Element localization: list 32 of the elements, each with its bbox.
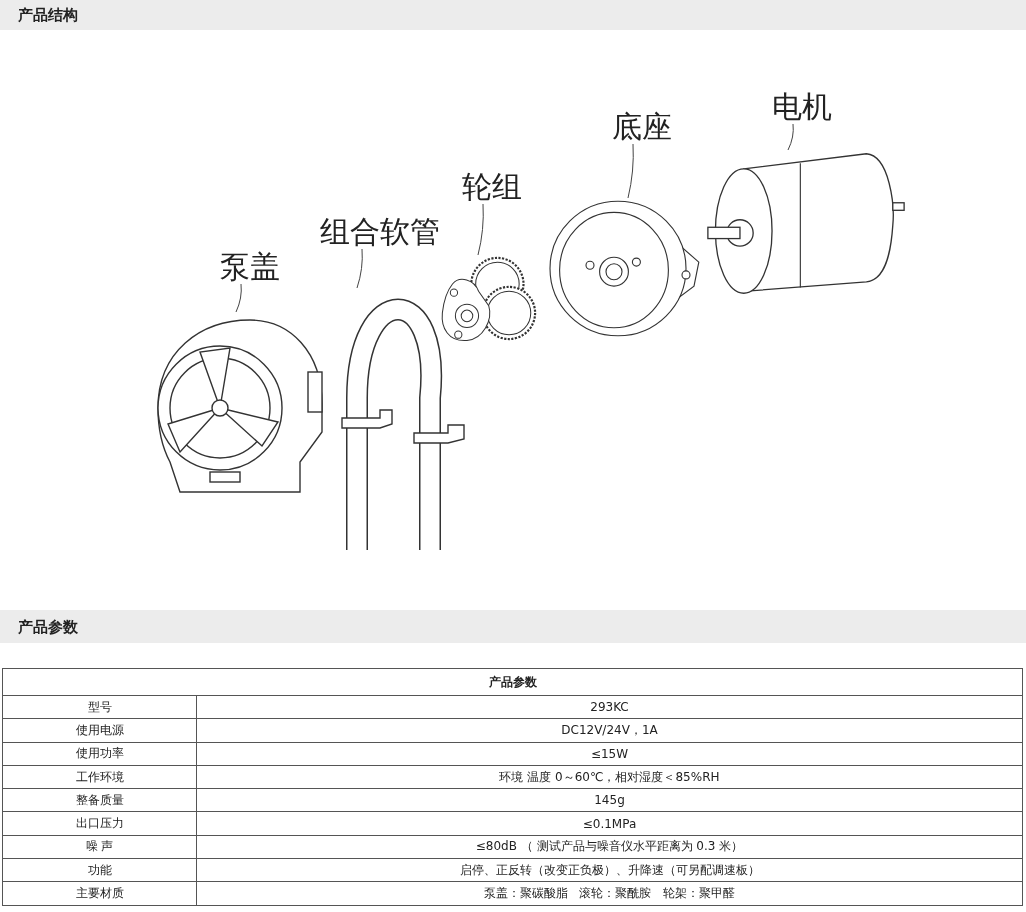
table-cell: 主要材质 (2, 881, 197, 906)
part-label: 组合软管 (320, 217, 440, 247)
table-cell: ≤0.1MPa (196, 812, 1023, 836)
leader-line (787, 123, 794, 151)
leader-line (235, 283, 242, 313)
motor-drawing (706, 150, 906, 297)
table-cell: 使用电源 (2, 718, 197, 743)
table-cell: 功能 (2, 858, 197, 882)
table-cell: DC12V/24V，1A (196, 718, 1023, 743)
table-cell: 出口压力 (2, 812, 197, 836)
part-label: 底座 (612, 112, 672, 142)
table-cell: 噪 声 (2, 835, 197, 859)
leader-line (477, 203, 484, 256)
table-cell: ≤15W (196, 742, 1023, 766)
leader-line (627, 143, 634, 199)
section-heading: 产品参数 (18, 617, 78, 637)
table-cell: 型号 (2, 695, 197, 719)
table-cell: ≤80dB （ 测试产品与噪音仪水平距离为 0.3 米） (196, 835, 1023, 859)
table-cell: 环境 温度 0～60℃，相对湿度＜85%RH (196, 765, 1023, 789)
table-cell: 工作环境 (2, 765, 197, 789)
part-label: 泵盖 (220, 252, 280, 282)
leader-line (356, 248, 363, 289)
table-cell: 整备质量 (2, 788, 197, 812)
table-cell: 使用功率 (2, 742, 197, 766)
table-cell: 145g (196, 788, 1023, 812)
part-label: 电机 (772, 92, 832, 122)
table-cell: 启停、正反转（改变正负极）、升降速（可另配调速板） (196, 858, 1023, 882)
part-label: 轮组 (462, 172, 522, 202)
section-heading: 产品结构 (18, 6, 78, 25)
table-cell: 泵盖：聚碳酸脂 滚轮：聚酰胺 轮架：聚甲醛 (196, 881, 1023, 906)
table-header: 产品参数 (2, 668, 1023, 696)
table-cell: 293KC (196, 695, 1023, 719)
